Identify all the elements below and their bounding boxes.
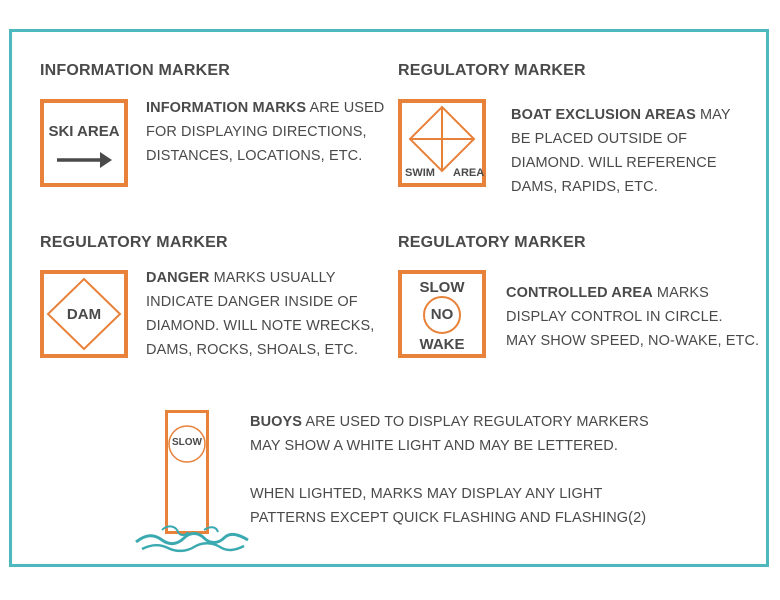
buoy-marker: SLOW — [165, 410, 209, 534]
exclusion-desc-bold: BOAT EXCLUSION AREAS — [511, 107, 696, 123]
buoy-desc-line4: PATTERNS EXCEPT QUICK FLASHING AND FLASH… — [250, 510, 647, 526]
arrow-right-icon — [57, 152, 112, 168]
danger-marker-description: DANGER MARKS USUALLY INDICATE DANGER INS… — [146, 266, 374, 362]
danger-desc-rest: MARKS USUALLY — [209, 270, 336, 286]
buoy-description: BUOYS ARE USED TO DISPLAY REGULATORY MAR… — [250, 410, 649, 530]
information-desc-bold: INFORMATION MARKS — [146, 100, 307, 116]
circle-icon — [423, 296, 461, 334]
exclusion-desc-rest: MAY — [695, 107, 731, 123]
controlled-sign-mid-text: NO — [430, 306, 454, 323]
danger-desc-line4: DAMS, ROCKS, SHOALS, ETC. — [146, 342, 358, 358]
exclusion-desc-line4: DAMS, RAPIDS, ETC. — [511, 179, 658, 195]
controlled-desc-rest: MARKS — [652, 285, 709, 301]
buoy-desc-rest: ARE USED TO DISPLAY REGULATORY MARKERS — [302, 414, 649, 430]
information-marker-sign: SKI AREA — [40, 99, 128, 187]
buoy-circle-icon — [168, 425, 206, 463]
exclusion-sign-right-text: AREA — [453, 167, 485, 179]
buoy-desc-line2: MAY SHOW A WHITE LIGHT AND MAY BE LETTER… — [250, 438, 618, 454]
exclusion-desc-line2: BE PLACED OUTSIDE OF — [511, 131, 688, 147]
information-sign-text: SKI AREA — [48, 123, 120, 140]
danger-marker-sign: DAM — [40, 270, 128, 358]
exclusion-marker-heading: REGULATORY MARKER — [398, 62, 586, 79]
exclusion-marker-description: BOAT EXCLUSION AREAS MAY BE PLACED OUTSI… — [511, 103, 731, 199]
buoy-sign-text: SLOW — [172, 437, 202, 448]
controlled-desc-bold: CONTROLLED AREA — [506, 285, 653, 301]
information-desc-rest: ARE USED — [306, 100, 385, 116]
content-frame — [9, 29, 769, 567]
danger-marker-heading: REGULATORY MARKER — [40, 234, 228, 251]
danger-sign-text: DAM — [66, 306, 102, 323]
danger-desc-bold: DANGER — [146, 270, 210, 286]
information-desc-line2: FOR DISPLAYING DIRECTIONS, — [146, 124, 367, 140]
information-marker-description: INFORMATION MARKS ARE USED FOR DISPLAYIN… — [146, 96, 384, 168]
controlled-marker-sign: SLOW NO WAKE — [398, 270, 486, 358]
controlled-sign-bottom-text: WAKE — [419, 336, 465, 353]
danger-desc-line2: INDICATE DANGER INSIDE OF — [146, 294, 358, 310]
controlled-marker-heading: REGULATORY MARKER — [398, 234, 586, 251]
diamond-icon — [46, 277, 122, 351]
danger-desc-line3: DIAMOND. WILL NOTE WRECKS, — [146, 318, 375, 334]
buoy-desc-line3: WHEN LIGHTED, MARKS MAY DISPLAY ANY LIGH… — [250, 486, 603, 502]
exclusion-desc-line3: DIAMOND. WILL REFERENCE — [511, 155, 717, 171]
controlled-marker-description: CONTROLLED AREA MARKS DISPLAY CONTROL IN… — [506, 281, 759, 353]
controlled-desc-line3: MAY SHOW SPEED, NO-WAKE, ETC. — [506, 333, 760, 349]
buoy-desc-bold: BUOYS — [250, 414, 303, 430]
water-waves-icon — [135, 525, 249, 553]
controlled-sign-top-text: SLOW — [419, 279, 465, 296]
information-desc-line3: DISTANCES, LOCATIONS, ETC. — [146, 148, 363, 164]
information-marker-heading: INFORMATION MARKER — [40, 62, 230, 79]
controlled-desc-line2: DISPLAY CONTROL IN CIRCLE. — [506, 309, 723, 325]
diamond-cross-icon — [408, 105, 476, 173]
exclusion-sign-left-text: SWIM — [405, 167, 435, 179]
exclusion-marker-sign: SWIM AREA — [398, 99, 486, 187]
